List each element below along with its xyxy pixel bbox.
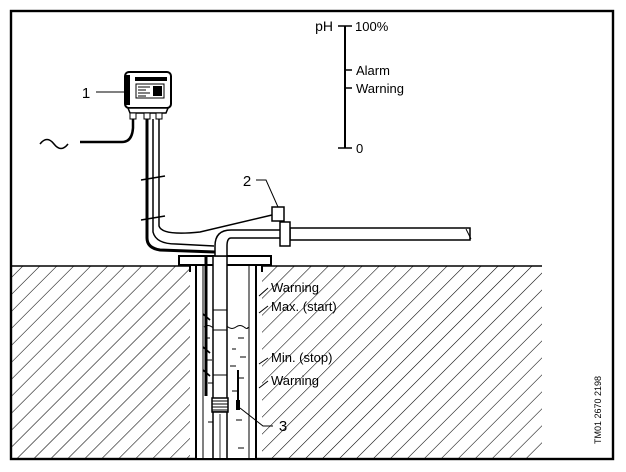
ph-sensor — [236, 370, 240, 410]
ph-scale-warning: Warning — [356, 81, 404, 96]
control-box — [124, 71, 172, 120]
cable-bundle — [140, 119, 273, 254]
callout-1: 1 — [82, 85, 90, 102]
level-warning-high: Warning — [271, 280, 319, 295]
callout-3: 3 — [279, 418, 287, 435]
ph-scale-alarm: Alarm — [356, 63, 390, 78]
figure-frame — [9, 9, 615, 461]
callout-leaders — [96, 91, 279, 427]
ground-soil — [12, 265, 542, 458]
level-max-start: Max. (start) — [271, 299, 337, 314]
discharge-pipe — [214, 206, 472, 257]
ph-scale — [338, 25, 352, 149]
ph-scale-bottom: 0 — [356, 141, 363, 156]
ac-symbol — [39, 138, 69, 150]
level-switches — [202, 313, 211, 377]
ph-scale-top: 100% — [355, 19, 389, 34]
callout-2: 2 — [243, 173, 251, 190]
submersible-pump — [211, 397, 229, 458]
mains-cable — [80, 119, 135, 144]
level-leaders — [258, 287, 269, 389]
level-min-stop: Min. (stop) — [271, 350, 332, 365]
ph-scale-label: pH — [315, 18, 333, 34]
riser-pipe — [212, 255, 228, 402]
reference-code: TM01 2670 2198 — [593, 376, 603, 444]
level-warning-low: Warning — [271, 373, 319, 388]
